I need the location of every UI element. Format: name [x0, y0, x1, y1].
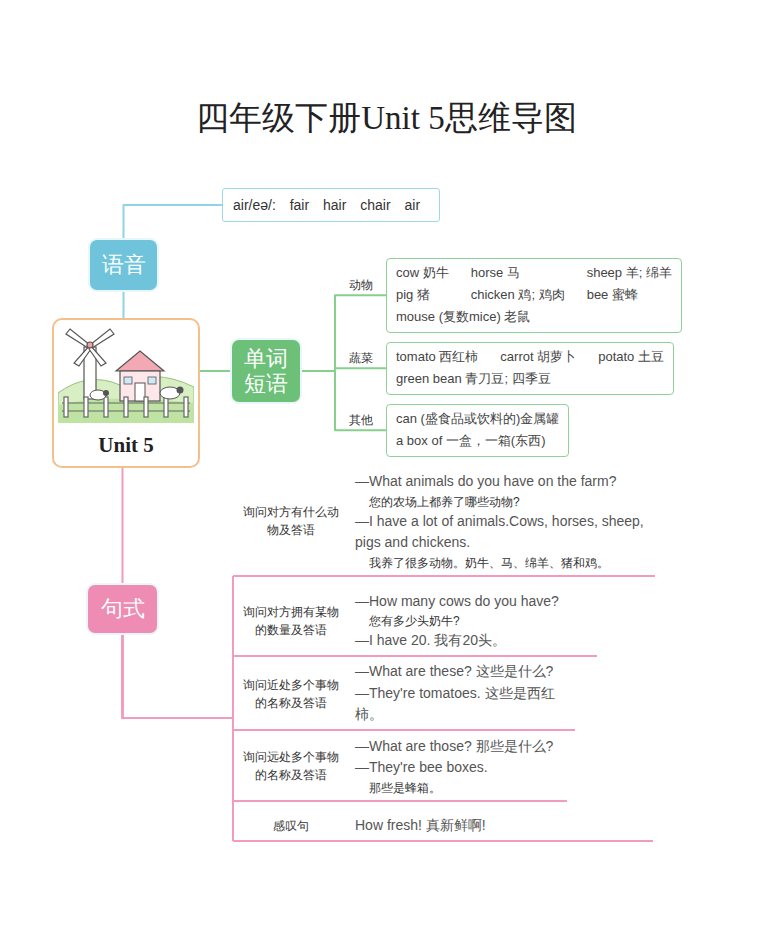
title-holder: 四年级下册Unit 5思维导图	[0, 96, 773, 141]
sentence-list: —How many cows do you have?您有多少头奶牛?—I ha…	[355, 591, 591, 652]
word-item: green bean 青刀豆; 四季豆	[396, 370, 664, 389]
center-box: Unit 5	[52, 318, 200, 468]
edge-label: 动物	[348, 278, 374, 292]
sentence-row: 询问对方拥有某物的数量及答语 —How many cows do you have…	[233, 587, 597, 657]
sentence-translation: 我养了很多动物。奶牛、马、绵羊、猪和鸡。	[355, 554, 649, 572]
edge-label: 蔬菜	[348, 351, 374, 365]
branch-box: 单词短语	[232, 340, 300, 402]
connector	[124, 205, 223, 240]
sentence: —I have a lot of animals.Cows, horses, s…	[355, 511, 649, 554]
sheep	[90, 387, 184, 401]
connector	[300, 371, 386, 430]
sentence: —What are these? 这些是什么?	[355, 661, 569, 683]
hill	[58, 376, 194, 423]
sentence-row: 询问对方有什么动物及答语 —What animals do you have on…	[233, 467, 655, 577]
word-item: mouse (复数mice) 老鼠	[396, 308, 672, 327]
edge-label: 其他	[348, 413, 374, 427]
title: 四年级下册Unit 5思维导图	[196, 96, 576, 141]
phonics-box: air/eə/: fair hair chair air	[222, 188, 440, 222]
house-window	[124, 377, 132, 384]
word-item: bee 蜜蜂	[587, 286, 672, 305]
house-window	[148, 377, 156, 384]
word-item: a box of 一盒，一箱(东西)	[396, 432, 559, 451]
connector	[300, 295, 386, 371]
branch-label: 单词短语	[243, 346, 288, 397]
phonics-text: air/eə/: fair hair chair air	[233, 197, 429, 213]
sentence: —How many cows do you have?	[355, 591, 591, 613]
word-box: can (盛食品或饮料的)金属罐 a box of 一盒，一箱(东西)	[386, 404, 569, 457]
center-label: Unit 5	[98, 433, 153, 458]
word-item: chicken 鸡; 鸡肉	[471, 286, 565, 305]
sentence-translation: 那些是蜂箱。	[355, 779, 561, 797]
sentence-category: 询问远处多个事物的名称及答语	[241, 748, 341, 784]
word-item: can (盛食品或饮料的)金属罐	[396, 410, 559, 429]
sentence-category: 询问对方有什么动物及答语	[241, 503, 341, 539]
connector	[200, 370, 232, 372]
connector	[122, 468, 124, 585]
sentence-translation: 您有多少头奶牛?	[355, 612, 591, 630]
sentence-list: —What animals do you have on the farm?您的…	[355, 471, 649, 572]
sentence: —What animals do you have on the farm?	[355, 471, 649, 493]
word-item: carrot 胡萝卜	[500, 348, 576, 367]
sentence-category: 询问近处多个事物的名称及答语	[241, 676, 341, 712]
word-item: sheep 羊; 绵羊	[587, 264, 672, 283]
sentence-row: 询问远处多个事物的名称及答语 —What are those? 那些是什么?—Th…	[233, 732, 567, 802]
connector	[123, 633, 234, 718]
connector	[123, 633, 234, 730]
connector	[123, 290, 125, 318]
word-item: potato 土豆	[598, 348, 664, 367]
word-item: pig 猪	[396, 286, 449, 305]
sentence-row: 感叹句 How fresh! 真新鲜啊!	[233, 811, 653, 842]
sentence-category: 询问对方拥有某物的数量及答语	[241, 603, 341, 639]
sentence-list: —What are those? 那些是什么?—They're bee boxe…	[355, 736, 561, 797]
sentence-row: 询问近处多个事物的名称及答语 —What are these? 这些是什么?—Th…	[233, 657, 575, 731]
sentence: —They're bee boxes.	[355, 757, 561, 779]
windmill-blades	[66, 329, 114, 366]
house-roof	[116, 351, 164, 371]
word-box: cow 奶牛 horse 马 sheep 羊; 绵羊 pig 猪 chicken 鸡; …	[386, 258, 682, 333]
sentence-list: —What are these? 这些是什么?—They're tomatoes…	[355, 661, 569, 726]
word-item: cow 奶牛	[396, 264, 449, 283]
word-box: tomato 西红柿 carrot 胡萝卜 potato 土豆 green bean …	[386, 342, 674, 395]
connector	[123, 633, 234, 841]
fence	[62, 397, 190, 417]
sentence: How fresh! 真新鲜啊!	[355, 815, 647, 837]
sentence: —They're tomatoes. 这些是西红柿。	[355, 683, 569, 726]
word-item: tomato 西红柿	[396, 348, 478, 367]
branch-label: 语音	[102, 252, 146, 277]
sentence-translation: 您的农场上都养了哪些动物?	[355, 493, 649, 511]
branch-label: 句式	[101, 596, 145, 621]
branch-box: 语音	[90, 240, 157, 290]
word-item: horse 马	[471, 264, 565, 283]
sentence-category: 感叹句	[241, 817, 341, 835]
sentence: —I have 20. 我有20头。	[355, 630, 591, 652]
sentence-list: How fresh! 真新鲜啊!	[355, 815, 647, 837]
farm-illustration	[58, 323, 194, 423]
sentence: —What are those? 那些是什么?	[355, 736, 561, 758]
branch-box: 句式	[88, 585, 157, 633]
